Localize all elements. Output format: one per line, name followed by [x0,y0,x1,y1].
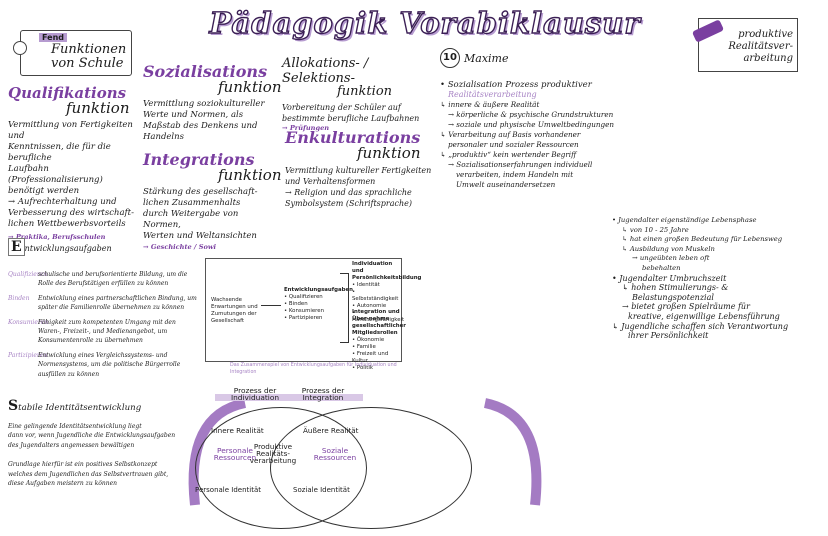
page-title: Pädagogik Vorabiklausur [209,5,641,40]
entwicklung-section: E ntwicklungsaufgaben Qualifizieren schu… [8,238,198,379]
maxime-number: 10 [440,48,460,68]
allokation-heading: Allokations- / Selektions- [282,56,369,86]
stabile-para2: Grundlage hierfür ist ein positives Selb… [8,461,169,488]
qualifikation-section: Qualifikations funktion Vermittlung von … [8,84,143,242]
venn-diagram: Prozess der Individuation Prozess der In… [175,387,555,535]
qualifikation-heading-2: funktion [66,99,130,117]
allokation-example: → Prüfungen [282,124,330,132]
tag-text: Funktionen von Schule [51,42,127,71]
venn-res-right: Soziale Ressourcen [313,446,357,462]
list-item: Konsumieren Fähigkeit zum kompetenten Um… [8,318,176,345]
venn-inner-right: Äußere Realität [303,426,359,435]
sozialisation-heading: Sozialisations [143,62,268,81]
bracket-icon [340,273,349,343]
venn-res-left: Personale Ressourcen [213,446,257,462]
sozialisation-section: Sozialisations funktion Vermittlung sozi… [143,62,282,143]
sozialisation-heading-2: funktion [218,78,282,96]
topic-tag: Fend Funktionen von Schule [13,30,132,76]
qualifikation-text: Vermittlung von Fertigkeiten und Kenntni… [8,120,134,229]
stabile-heading: tabile Identitätsentwicklung [18,403,142,413]
diagram-right-bottom: Integration und Über-nahme gesellschaftl… [352,309,406,371]
sozialisation-text: Vermittlung soziokultureller Werte und N… [143,99,265,142]
integration-text: Stärkung des gesellschaft- lichen Zusamm… [143,187,258,241]
diagram-middle: Entwicklungsaufgaben • Qualifizieren • B… [284,287,353,321]
integration-example: → Geschichte / Sowi [143,243,217,251]
integration-heading: Integrations [143,150,255,169]
tag-hole-icon [13,41,27,55]
circle-right [270,407,472,529]
maxime-heading: Maxime [464,51,509,65]
entwicklung-initial: E [8,238,25,256]
arrow-right-icon [261,305,281,306]
venn-right-top: Prozess der Integration [283,387,363,401]
enkulturation-heading-2: funktion [357,144,421,162]
venn-left-top: Prozess der Individuation [215,387,295,401]
maxime-section: 10 Maxime • Sozialisation Prozess produk… [440,48,640,190]
top-right-note: produktive Realitätsver-arbeitung [691,18,798,72]
diagram-caption: Das Zusammenspiel von Entwicklungsaufgab… [230,363,397,375]
allokation-section: Allokations- / Selektions- funktion Vorb… [282,56,432,133]
enkulturation-heading: Enkulturations [285,128,421,147]
diagram-left-text: Wachsende Erwartungen und Zumutungen der… [211,297,258,324]
allokation-text: Vorbereitung der Schüler auf bestimmte b… [282,103,420,123]
jugend-text: • Jugendalter eigenständige Lebensphase … [612,216,789,341]
stabile-para1: Eine gelingende Identitätsentwicklung li… [8,423,176,449]
list-item: Qualifizieren schulische und berufsorien… [8,271,188,288]
entwicklungsaufgaben-diagram: Wachsende Erwartungen und Zumutungen der… [205,258,422,371]
stabile-section: S tabile Identitätsentwicklung Eine geli… [8,398,183,488]
venn-inner-left: Innere Realität [211,426,264,435]
list-item: Partizipieren Entwicklung eines Vergleic… [8,351,181,378]
jugend-section: • Jugendalter eigenständige Lebensphase … [612,216,812,341]
diagram-right-top: Individuation und Persönlichkeitsbildung… [352,261,422,323]
allokation-heading-2: funktion [337,84,393,99]
tag-badge: Fend [39,33,67,42]
venn-bottom-left: Personale Identität [195,486,262,494]
list-item: Binden Entwicklung eines partnerschaftli… [8,294,197,312]
integration-section: Integrations funktion Stärkung des gesel… [143,150,282,252]
entwicklung-list: Qualifizieren schulische und berufsorien… [8,270,198,379]
venn-arrows [188,398,542,506]
qualifikation-heading: Qualifikations [8,84,127,102]
venn-bottom-right: Soziale Identität [293,486,350,494]
maxime-text: • Sozialisation Prozess produktiver Real… [440,80,615,189]
venn-center: Produktive Realitäts-verarbeitung [249,442,297,465]
qualifikation-example: → Praktika, Berufsschulen [8,233,106,241]
entwicklung-heading: ntwicklungsaufgaben [24,244,112,253]
integration-heading-2: funktion [218,166,282,184]
enkulturation-text: Vermittlung kultureller Fertigkeiten und… [285,166,432,208]
enkulturation-section: Enkulturations funktion Vermittlung kult… [285,128,435,209]
top-right-note-text: produktive Realitätsver-arbeitung [728,29,793,64]
stabile-initial: S [8,398,19,414]
